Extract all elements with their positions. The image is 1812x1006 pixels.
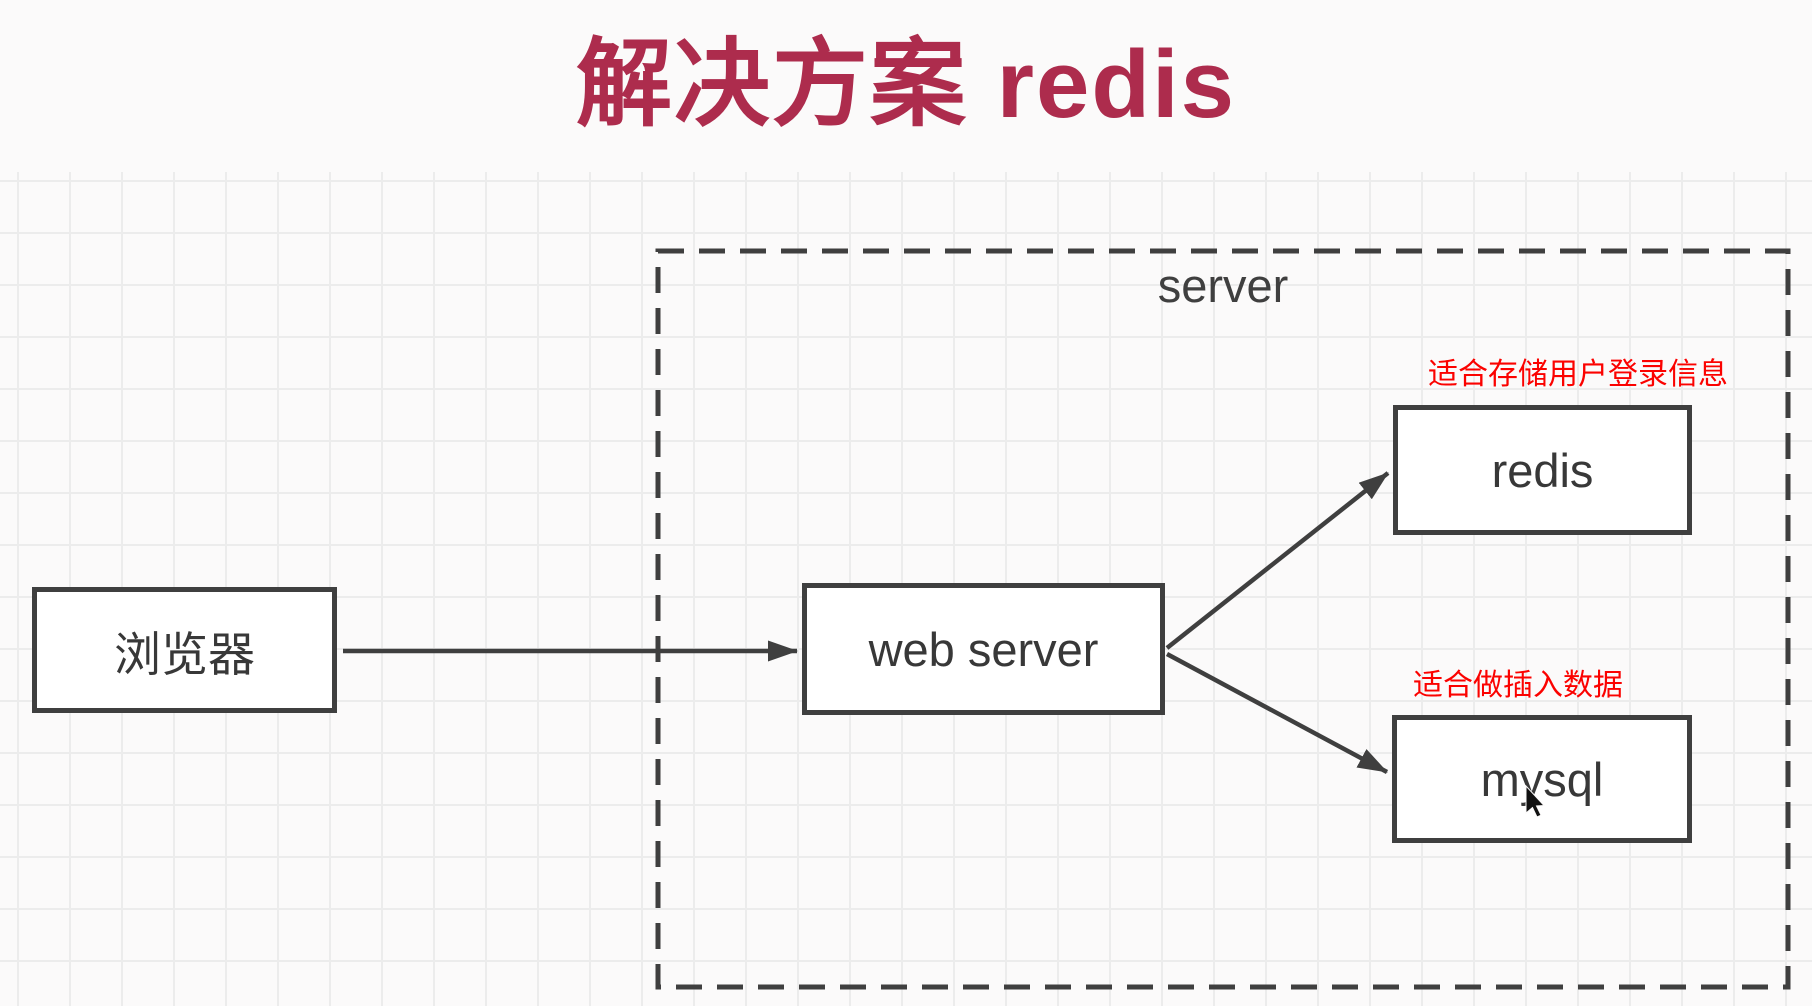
annotation-redis: 适合存储用户登录信息 [1428, 358, 1728, 391]
server-container-border [655, 248, 1791, 990]
annotation-mysql: 适合做插入数据 [1413, 669, 1623, 702]
server-container-label: server [1157, 259, 1289, 312]
node-web-server-label: web server [868, 622, 1099, 676]
node-browser: 浏览器 [32, 587, 337, 713]
node-browser-label: 浏览器 [114, 627, 255, 681]
node-redis-label: redis [1491, 443, 1594, 497]
node-redis: redis [1393, 405, 1692, 535]
node-mysql-label: mysql [1480, 752, 1604, 806]
node-mysql: mysql [1392, 715, 1692, 843]
node-web-server: web server [802, 583, 1165, 715]
page-title: 解决方案 redis [575, 31, 1237, 138]
server-container: server [655, 248, 1791, 990]
